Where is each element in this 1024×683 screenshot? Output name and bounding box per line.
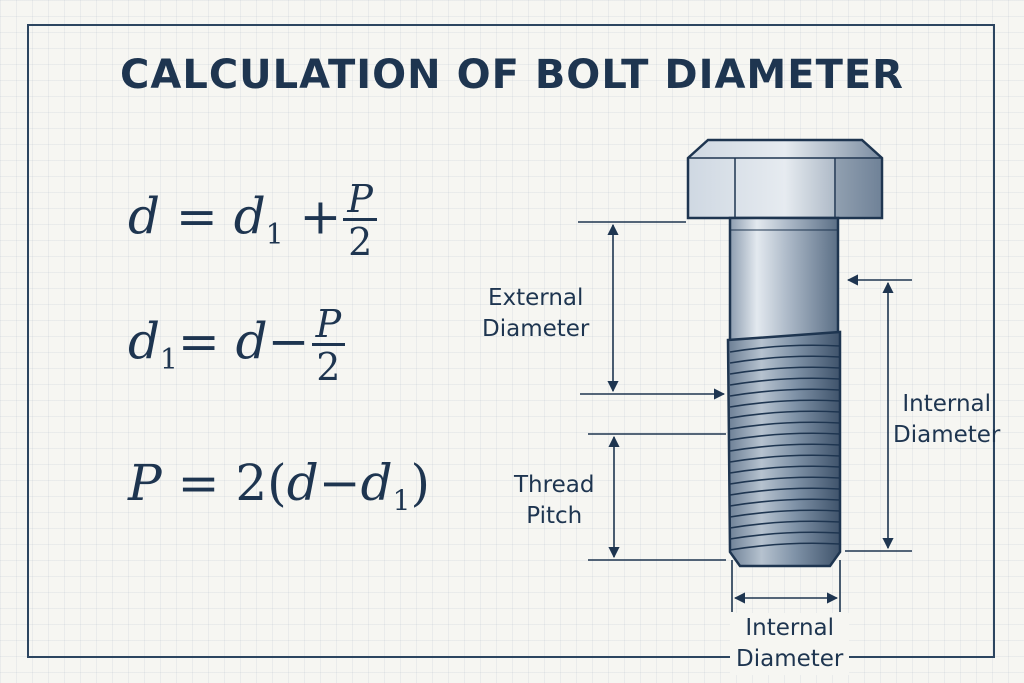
bolt-shank (728, 216, 840, 342)
internal-diameter-right-dimension (845, 274, 912, 552)
formula-3-term2: d (360, 454, 393, 512)
bolt-thread (726, 330, 842, 568)
diagram-title: CALCULATION OF BOLT DIAMETER (120, 52, 904, 98)
formula-2-operator: − (267, 312, 310, 371)
external-diameter-label-line1: External (487, 285, 584, 311)
thread-ridge-15 (729, 509, 841, 518)
external-diameter-label: External Diameter (482, 283, 589, 345)
thread-ridge-1 (729, 355, 841, 364)
formula-1-equals: = (175, 187, 218, 246)
bolt-head (686, 138, 884, 220)
diagram-frame (27, 24, 995, 658)
formula-3-term: d (286, 454, 319, 512)
internal-diameter-right-label-line1: Internal (902, 391, 992, 417)
internal-diameter-bottom-dimension (731, 560, 841, 612)
formula-1-lhs: d (128, 187, 161, 246)
thread-ridge-11 (729, 465, 841, 474)
thread-ridge-9 (729, 443, 841, 452)
thread-pitch-dimension (588, 433, 726, 561)
formula-2-denominator: 2 (316, 345, 341, 389)
thread-ridge-8 (729, 432, 841, 441)
formula-2-term: d (235, 312, 268, 371)
thread-ridge-17 (729, 531, 841, 540)
formula-3-equals: = (177, 454, 220, 512)
formula-2-lhs-subscript: 1 (160, 342, 178, 376)
thread-ridge-6 (729, 410, 841, 419)
formula-1-denominator: 2 (348, 220, 373, 264)
external-diameter-dimension (578, 221, 726, 400)
formula-thread-pitch: P = 2(d−d1) (128, 458, 430, 515)
formula-1-numerator: P (343, 180, 377, 221)
thread-pitch-label-line1: Thread (514, 472, 595, 498)
thread-ridge-7 (729, 421, 841, 430)
thread-ridge-18 (729, 542, 841, 551)
external-diameter-label-line2: Diameter (482, 316, 590, 343)
thread-ridge-14 (729, 498, 841, 507)
thread-pitch-label: Thread Pitch (514, 470, 594, 532)
formula-3-operator: − (318, 454, 361, 512)
formula-2-numerator: P (311, 305, 346, 346)
formula-3-subscript: 1 (392, 484, 411, 517)
internal-diameter-right-label-line2: Diameter (893, 422, 1001, 449)
thread-ridge-16 (729, 520, 841, 529)
thread-ridge-0 (729, 344, 841, 353)
formula-2-equals: = (177, 312, 220, 371)
thread-ridge-5 (729, 399, 841, 408)
internal-diameter-bottom-label-line1: Internal (745, 615, 835, 641)
formula-3-coefficient: 2( (235, 454, 287, 512)
thread-ridge-10 (729, 454, 841, 463)
formula-2-lhs: d (128, 312, 161, 371)
internal-diameter-bottom-label-line2: Diameter (736, 646, 844, 673)
formula-3-close-paren: ) (410, 454, 430, 512)
thread-ridge-12 (729, 476, 841, 485)
thread-ridge-3 (729, 377, 841, 386)
formula-1-operator: + (299, 187, 342, 246)
formula-1-term: d (233, 187, 266, 246)
thread-ridge-4 (729, 388, 841, 397)
thread-pitch-label-line2: Pitch (526, 503, 583, 530)
formula-3-lhs: P (128, 454, 162, 512)
thread-ridge-2 (729, 366, 841, 375)
internal-diameter-bottom-label: Internal Diameter (730, 613, 850, 676)
internal-diameter-right-label: Internal Diameter (893, 389, 1000, 451)
formula-1-subscript: 1 (265, 217, 284, 251)
thread-ridge-13 (729, 487, 841, 496)
